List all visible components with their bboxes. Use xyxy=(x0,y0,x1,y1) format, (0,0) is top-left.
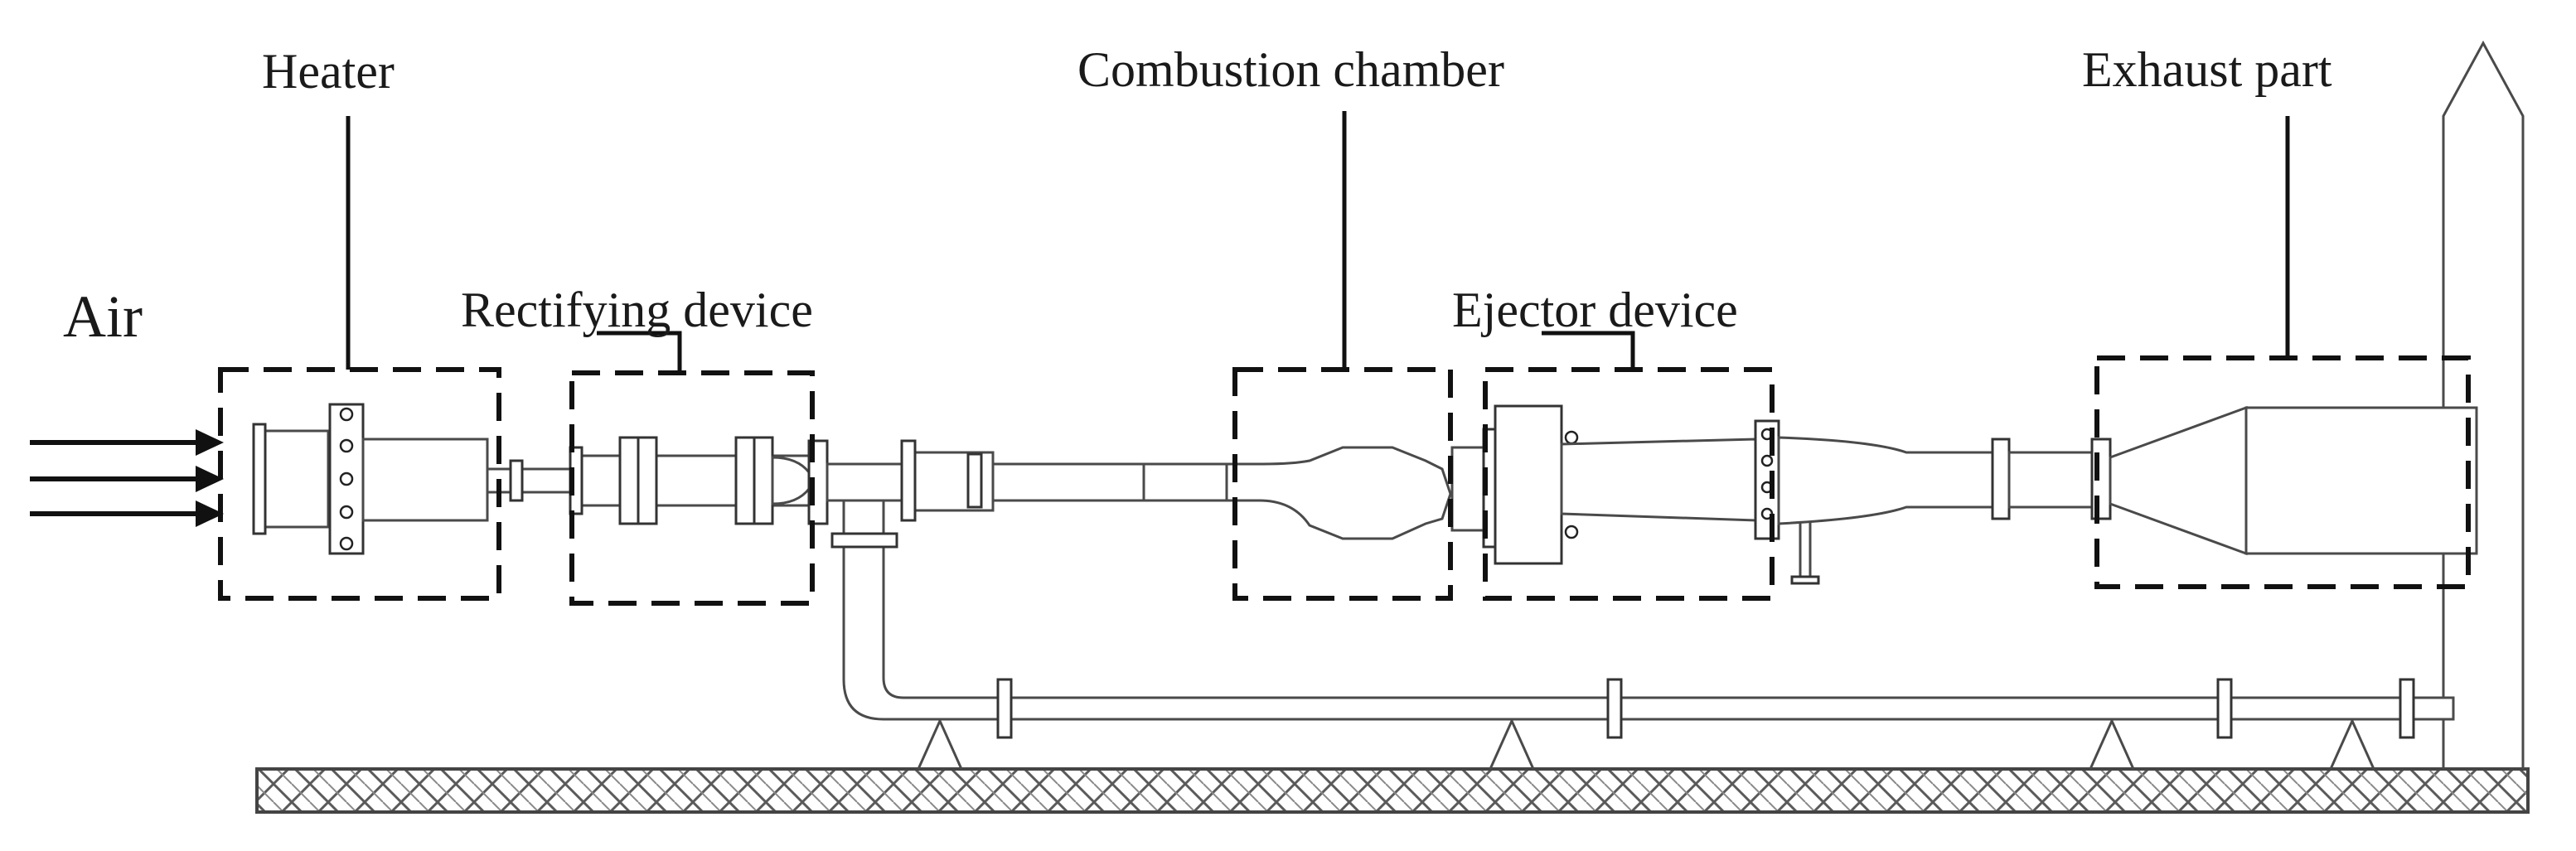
return-pipe xyxy=(842,539,2455,770)
exhaust-stack xyxy=(2442,40,2525,769)
label-rectifying: Rectifying device xyxy=(461,283,813,337)
air-inlet-arrows xyxy=(30,429,224,527)
heater-unit xyxy=(252,403,489,555)
rectifying-box xyxy=(569,370,815,606)
ground-floor xyxy=(255,767,2530,814)
label-heater: Heater xyxy=(262,44,395,99)
return-pipe-flanges xyxy=(996,678,2415,739)
main-pipeline xyxy=(486,404,2478,585)
leader-lines xyxy=(346,111,2290,373)
label-exhaust: Exhaust part xyxy=(2082,42,2332,97)
label-combustion: Combustion chamber xyxy=(1077,42,1504,97)
label-air: Air xyxy=(63,283,143,350)
exhaust-box xyxy=(2094,355,2471,589)
labels: Heater Rectifying device Combustion cham… xyxy=(63,42,2332,350)
heater-box xyxy=(218,367,501,601)
label-ejector: Ejector device xyxy=(1452,283,1738,337)
ejector-box xyxy=(1483,367,1775,601)
